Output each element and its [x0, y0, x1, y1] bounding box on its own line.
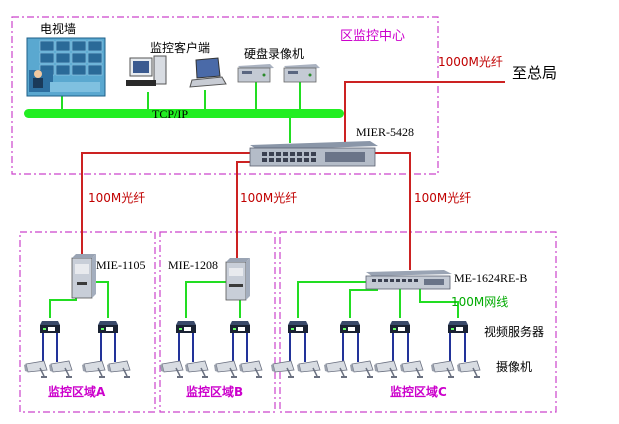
client-desktop-icon — [126, 55, 167, 86]
dvr-label: 硬盘录像机 — [244, 46, 304, 61]
zone-a-network — [23, 254, 131, 379]
dvr-icon-1 — [237, 64, 274, 83]
zone-b-label: 监控区域B — [186, 384, 243, 399]
zone-b-switch-icon — [225, 258, 250, 301]
zone-c-cameras — [270, 360, 481, 379]
zone-a-switch-icon — [71, 254, 96, 299]
fiber-b-label: 100M光纤 — [240, 191, 297, 205]
zone-b-switch-label: MIE-1208 — [168, 258, 218, 272]
zone-c-network — [270, 270, 481, 379]
zone-c-switch-icon — [365, 270, 452, 290]
fiber-a-label: 100M光纤 — [88, 191, 145, 205]
legend-camera: 摄像机 — [496, 359, 532, 374]
zone-c-boundary — [279, 231, 557, 413]
clients-label: 监控客户端 — [150, 40, 210, 55]
zone-a-video-servers — [40, 321, 118, 333]
uplink-fiber-label: 1000M光纤 — [438, 55, 503, 69]
zone-b-cameras — [159, 360, 263, 379]
zone-c-label: 监控区域C — [390, 384, 447, 399]
legend-video-server: 视频服务器 — [484, 324, 544, 339]
zone-a-cameras — [23, 360, 131, 379]
zone-b-boundary — [159, 231, 276, 413]
tcpip-bus — [24, 82, 344, 143]
fiber-links — [81, 81, 505, 270]
zone-c-video-servers — [288, 321, 468, 333]
center-boundary — [11, 16, 439, 175]
zone-a-label: 监控区域A — [48, 384, 106, 399]
tv-wall-image — [26, 37, 106, 97]
center-title: 区监控中心 — [340, 29, 405, 44]
network-label: TCP/IP — [152, 107, 188, 121]
client-laptop-icon — [189, 57, 227, 88]
zone-a-boundary — [19, 231, 156, 413]
tv-wall-label: 电视墙 — [40, 21, 76, 36]
fiber-c-label: 100M光纤 — [414, 191, 471, 205]
zone-c-switch-label: ME-1624RE-B — [454, 271, 527, 285]
zone-b-network — [159, 258, 263, 379]
zone-a-switch-label: MIE-1105 — [96, 258, 146, 272]
dvr-icon-2 — [283, 64, 320, 83]
core-switch-label: MIER-5428 — [356, 125, 414, 139]
ethernet-c-label: 100M网线 — [451, 295, 508, 309]
zone-b-video-servers — [176, 321, 250, 333]
core-switch-icon — [249, 141, 378, 167]
uplink-destination: 至总局 — [512, 64, 557, 82]
